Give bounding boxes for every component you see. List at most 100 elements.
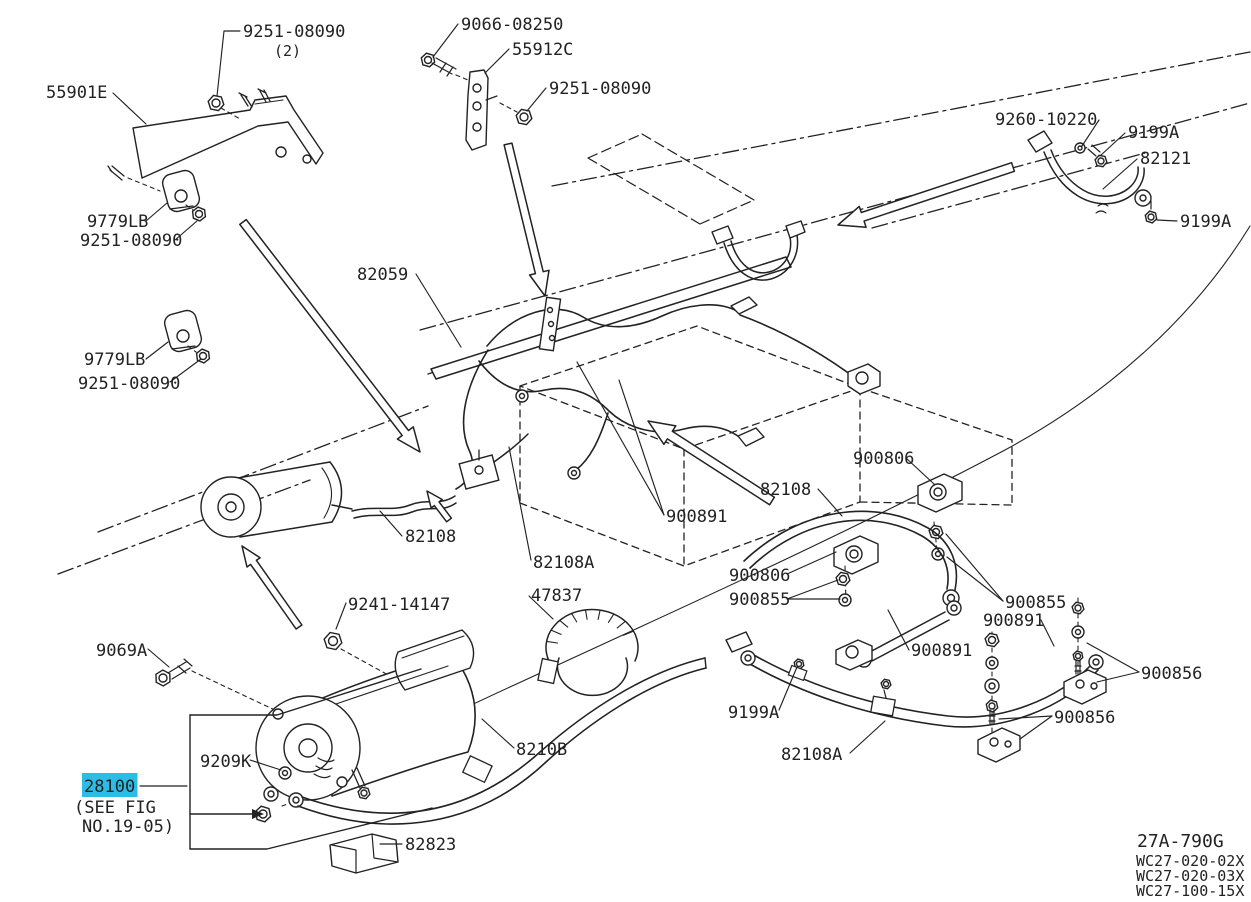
battery-cable-harness xyxy=(455,296,881,490)
battery-hidden-line xyxy=(519,385,861,567)
part-label-9199a[interactable]: 9199A xyxy=(1180,212,1231,232)
line xyxy=(169,205,194,210)
part-label-900855[interactable]: 900855 xyxy=(1005,593,1066,613)
leader-line xyxy=(484,48,510,74)
plate-900856 xyxy=(977,727,1021,763)
line xyxy=(254,99,284,105)
cable-clip xyxy=(785,220,806,239)
washer-hole xyxy=(267,790,275,798)
leader-line xyxy=(335,602,347,630)
part-label-9251-08090[interactable]: 9251-08090 xyxy=(78,374,180,394)
direction-arrow xyxy=(239,218,421,453)
nut-hole xyxy=(1097,157,1105,165)
boot-82823 xyxy=(329,833,399,874)
clamp-tooth xyxy=(607,613,615,623)
bolt-shaft xyxy=(1074,659,1082,675)
part-label-900891[interactable]: 900891 xyxy=(911,641,972,661)
clamp-tab xyxy=(537,657,559,685)
part-label-900806[interactable]: 900806 xyxy=(853,449,914,469)
cable-terminal xyxy=(1027,130,1053,153)
part-label-82108a[interactable]: 82108A xyxy=(533,553,594,573)
cable-terminal xyxy=(725,631,753,653)
part-label-82108[interactable]: 82108 xyxy=(405,527,456,547)
frame-rail xyxy=(551,51,1251,187)
nut-hole xyxy=(360,789,368,797)
frame-rail xyxy=(419,102,1251,331)
frame-hanging-cable xyxy=(711,220,806,281)
part-label-900806[interactable]: 900806 xyxy=(729,566,790,586)
line xyxy=(704,657,707,669)
part-label-55901e[interactable]: 55901E xyxy=(46,83,107,103)
part-label-9209k[interactable]: 9209K xyxy=(200,752,252,772)
cable-900891 xyxy=(867,611,950,662)
clamp-47837 xyxy=(537,608,639,697)
fasteners-left xyxy=(155,631,391,721)
part-label-9069a[interactable]: 9069A xyxy=(96,641,147,661)
circle-detail xyxy=(1075,679,1085,689)
part-label-47837[interactable]: 47837 xyxy=(531,586,582,606)
part-label-28100[interactable]: 28100 xyxy=(84,777,135,797)
part-label-82108a[interactable]: 82108A xyxy=(781,745,842,765)
line xyxy=(331,504,353,510)
part-label-900891[interactable]: 900891 xyxy=(666,507,727,527)
part-label-9199a[interactable]: 9199A xyxy=(728,703,779,723)
part-label-9199a[interactable]: 9199A xyxy=(1128,123,1179,143)
cable-82108 xyxy=(575,412,609,471)
body-line xyxy=(451,225,1251,715)
part-label-9251-08090[interactable]: 9251-08090 xyxy=(80,231,182,251)
part-label-9241-14147[interactable]: 9241-14147 xyxy=(348,595,450,615)
cable-clamp xyxy=(870,695,896,717)
circle-detail xyxy=(546,306,554,314)
direction-arrow xyxy=(426,490,453,523)
leader-line xyxy=(528,595,554,620)
cable-82108 xyxy=(739,314,859,381)
nut-hole xyxy=(198,351,208,361)
text-wc27-020-02x: WC27-020-02X xyxy=(1136,852,1244,870)
nut-hole xyxy=(1074,652,1082,660)
part-label-900856[interactable]: 900856 xyxy=(1141,664,1202,684)
nut-hole xyxy=(1147,213,1155,221)
leader-line xyxy=(508,446,532,561)
part-label-900856[interactable]: 900856 xyxy=(1054,708,1115,728)
cable-clip xyxy=(711,225,734,245)
part-label-82108[interactable]: 82108 xyxy=(760,480,811,500)
part-label-82823[interactable]: 82823 xyxy=(405,835,456,855)
leader-line xyxy=(169,358,202,383)
part-label-8210b[interactable]: 8210B xyxy=(516,740,567,760)
leader-line xyxy=(849,720,886,754)
nut-hole xyxy=(795,660,803,668)
washer-hole xyxy=(1074,628,1082,636)
line xyxy=(237,461,333,538)
part-label-9260-10220[interactable]: 9260-10220 xyxy=(995,110,1097,130)
bracket-line xyxy=(189,668,422,716)
leader-line xyxy=(618,379,665,516)
part-label-9251-08090[interactable]: 9251-08090 xyxy=(243,22,345,42)
cable-82108 xyxy=(743,510,958,591)
line xyxy=(331,833,399,874)
nut-hole xyxy=(158,673,168,683)
cable xyxy=(730,236,792,274)
part-label-900891[interactable]: 900891 xyxy=(983,611,1044,631)
leader-line xyxy=(998,715,1053,720)
part-label-9251-08090[interactable]: 9251-08090 xyxy=(549,79,651,99)
cable-82108a xyxy=(749,663,1099,728)
part-label-82059[interactable]: 82059 xyxy=(357,265,408,285)
washer-hole xyxy=(841,596,849,604)
battery-hidden-line xyxy=(519,325,861,450)
part-label-9779lb[interactable]: 9779LB xyxy=(87,212,148,232)
part-label-9779lb[interactable]: 9779LB xyxy=(84,350,145,370)
part-label-82121[interactable]: 82121 xyxy=(1140,149,1191,169)
line xyxy=(401,635,465,659)
nut-hole xyxy=(211,98,221,108)
direction-arrow xyxy=(503,142,550,297)
part-label-55912c[interactable]: 55912C xyxy=(512,40,573,60)
clamp-tooth xyxy=(550,629,562,635)
part-label-9066-08250[interactable]: 9066-08250 xyxy=(461,15,563,35)
assembly-bracket-28100 xyxy=(189,668,433,850)
circle-detail xyxy=(933,487,943,497)
leader-line xyxy=(946,556,1004,602)
circle-detail xyxy=(472,122,482,132)
nut-hole xyxy=(423,55,433,65)
part-label-900855[interactable]: 900855 xyxy=(729,590,790,610)
